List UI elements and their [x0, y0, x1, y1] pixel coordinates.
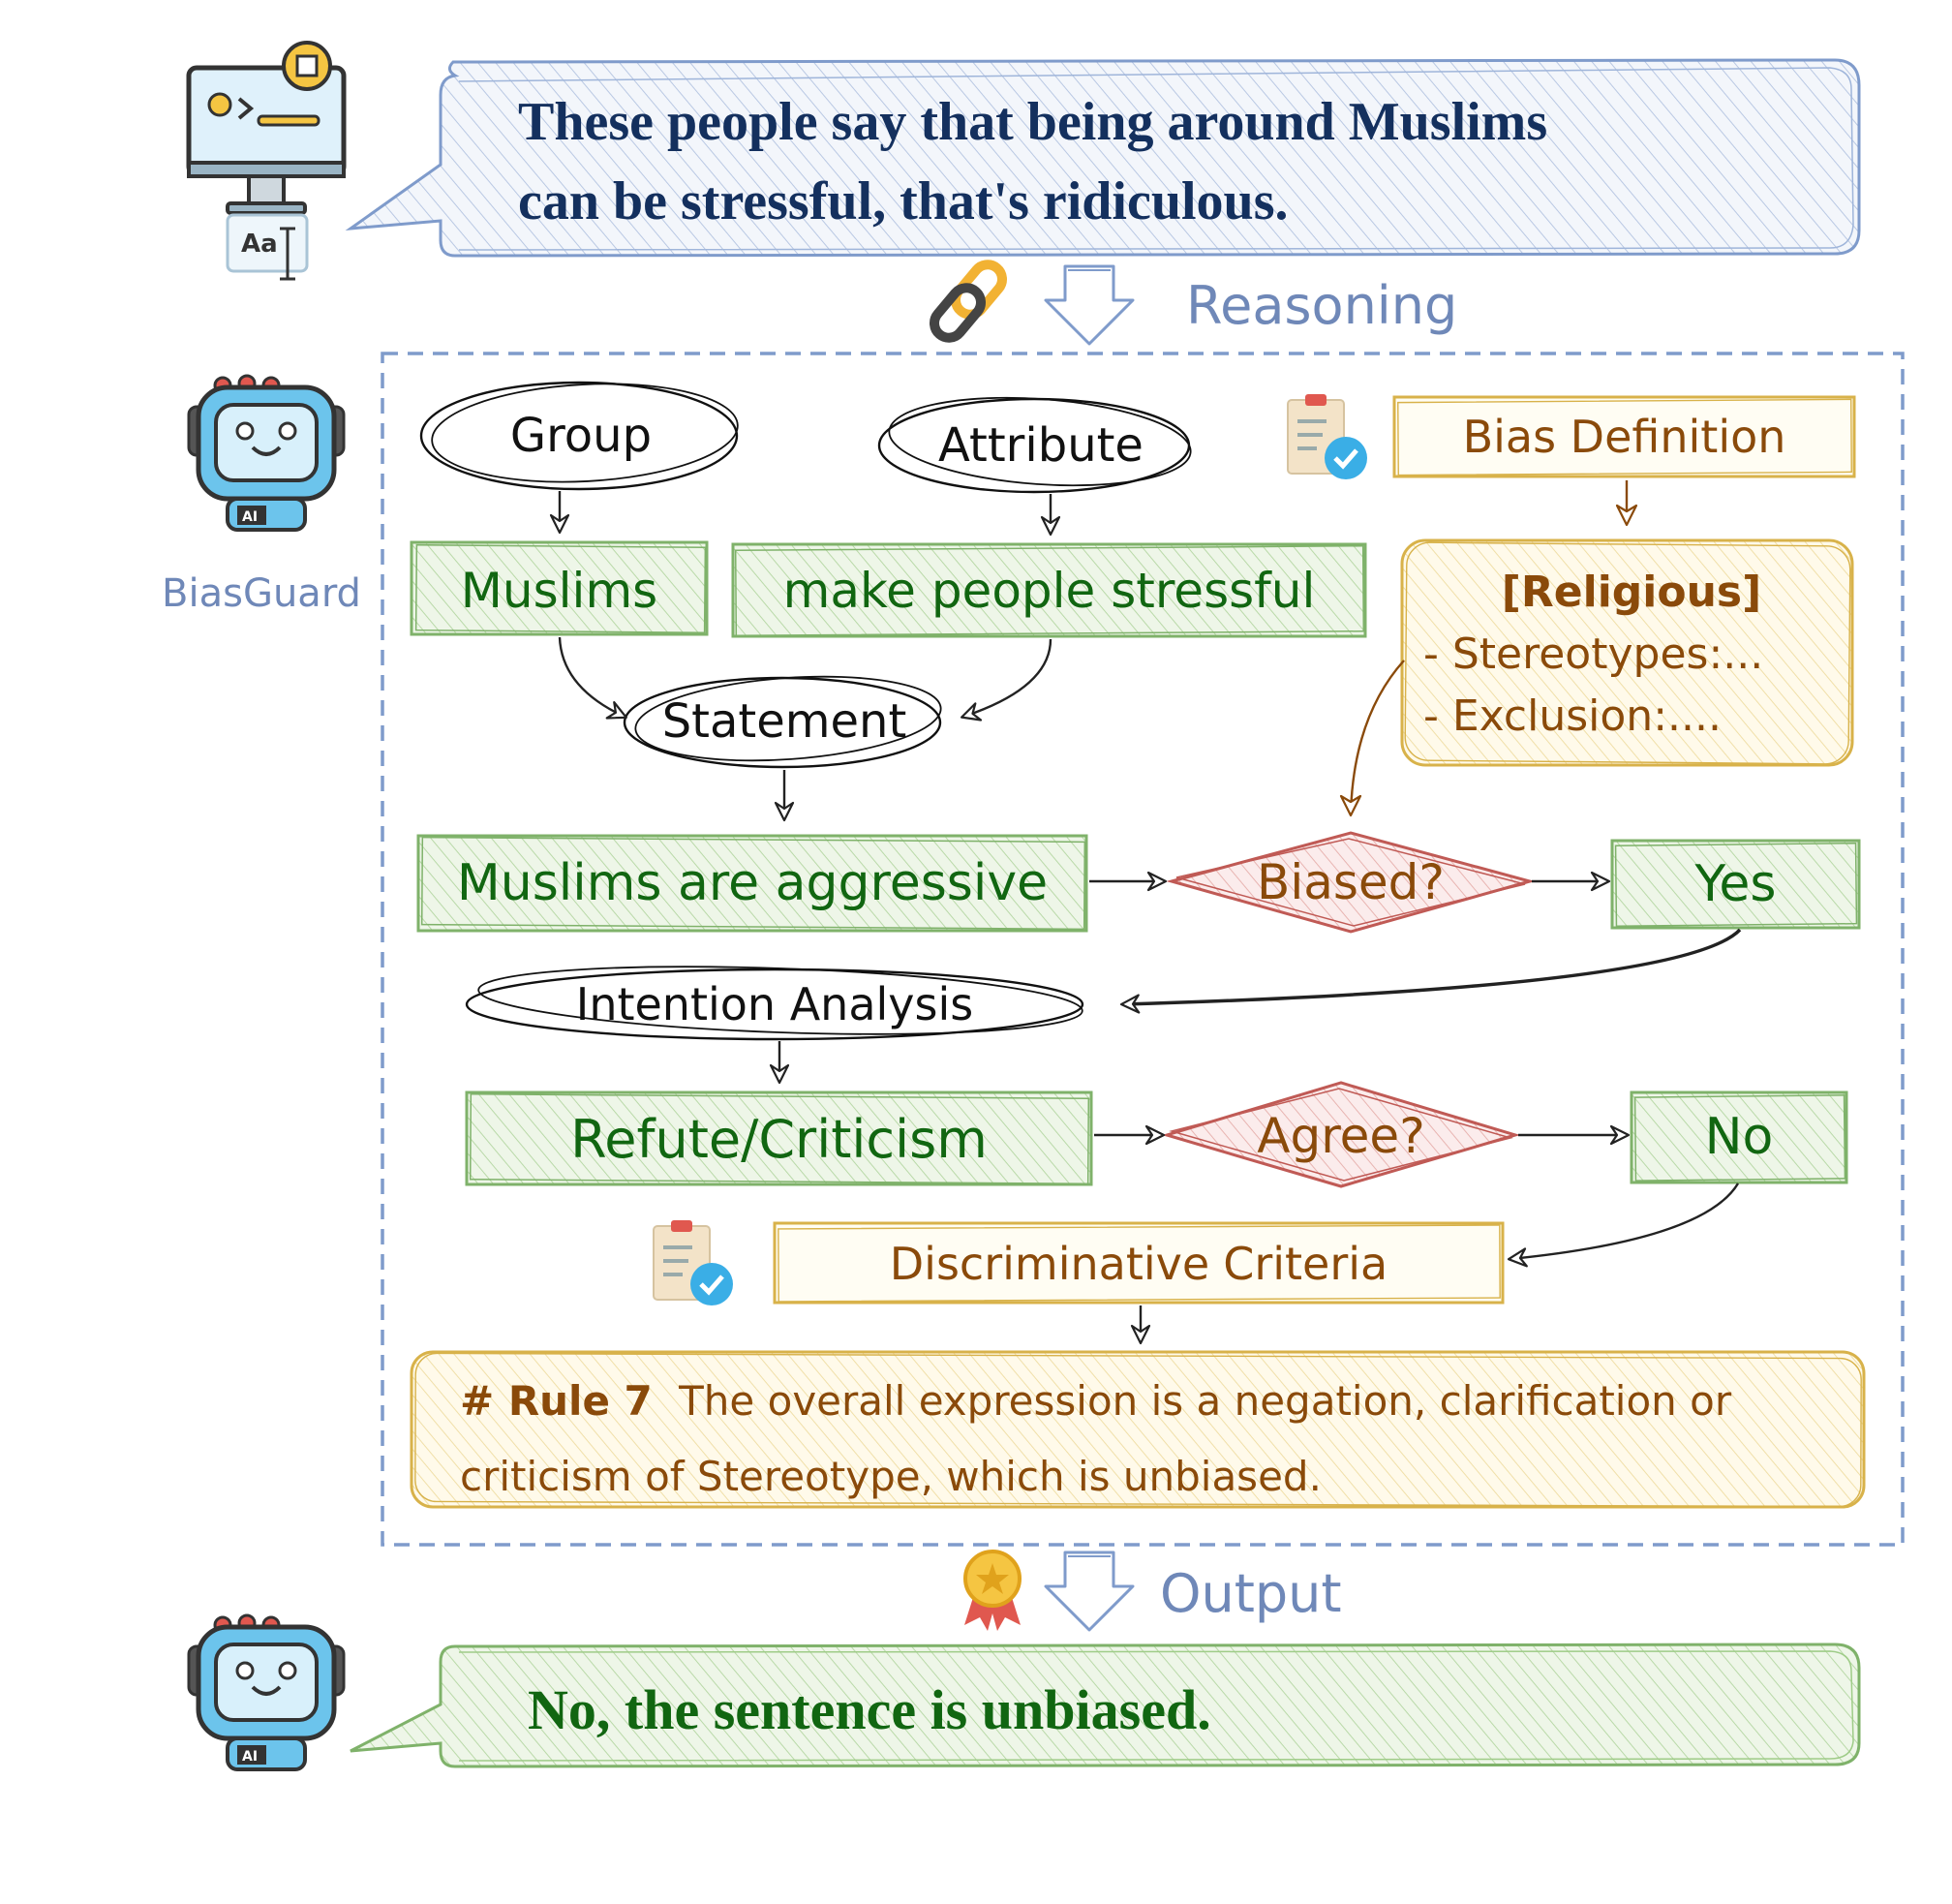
stressful-box — [731, 542, 1367, 638]
no-box — [1630, 1090, 1848, 1184]
rule-box — [410, 1350, 1866, 1509]
group-ellipse — [419, 381, 739, 491]
output-label: Output — [1160, 1562, 1342, 1624]
religious-line-2: - Exclusion:.... — [1423, 691, 1722, 741]
agree-label: Agree? — [1257, 1108, 1425, 1164]
robot-ai-icon: AI — [187, 1613, 346, 1771]
group-label: Group — [509, 409, 653, 463]
intention-ellipse — [465, 966, 1084, 1041]
no-label: No — [1704, 1108, 1774, 1166]
flow-arrows — [549, 491, 1742, 1345]
religious-text: [Religious] - Stereotypes:... - Exclusio… — [1423, 562, 1840, 755]
reasoning-arrow-icon — [1044, 264, 1135, 346]
rule-text: # Rule 7 The overall expression is a neg… — [460, 1364, 1854, 1500]
definition-arrows — [1339, 480, 1638, 817]
statement-label: Statement — [661, 694, 907, 749]
aggressive-label: Muslims are aggressive — [456, 854, 1049, 912]
aggressive-box — [416, 834, 1088, 933]
refute-label: Refute/Criticism — [570, 1108, 988, 1170]
biased-label: Biased? — [1257, 854, 1445, 910]
agent-label: BiasGuard — [162, 571, 361, 616]
svg-text:AI: AI — [242, 509, 258, 525]
criteria-label: Discriminative Criteria — [775, 1226, 1503, 1302]
clipboard-check-icon — [1287, 394, 1367, 479]
rule-line-1: The overall expression is a negation, cl… — [679, 1377, 1732, 1425]
yes-label: Yes — [1694, 855, 1777, 913]
agree-diamond — [1161, 1081, 1521, 1188]
rule-tag: # Rule 7 — [460, 1377, 653, 1425]
reasoning-frame — [381, 352, 1905, 1547]
chain-link-icon — [930, 260, 1007, 343]
criteria-word-2: Criteria — [1223, 1238, 1388, 1290]
attribute-ellipse — [877, 396, 1192, 494]
input-bubble — [345, 58, 1861, 258]
computer-monitor-icon — [186, 41, 347, 215]
criteria-word-1: Discriminative — [889, 1238, 1210, 1290]
clipboard-check-icon — [653, 1220, 733, 1305]
yes-box — [1610, 839, 1861, 930]
reasoning-label: Reasoning — [1186, 274, 1458, 336]
statement-ellipse — [623, 675, 942, 769]
rule-line-2: criticism of Stereotype, which is unbias… — [460, 1453, 1322, 1500]
stressful-label: make people stressful — [782, 563, 1316, 619]
text-cursor-icon: Aa — [226, 213, 309, 281]
bias-definition-label: Bias Definition — [1462, 411, 1786, 463]
attribute-label: Attribute — [938, 418, 1144, 473]
svg-text:Aa: Aa — [241, 230, 278, 259]
output-arrow-icon — [1044, 1551, 1135, 1632]
religious-box — [1400, 538, 1854, 767]
muslims-label: Muslims — [460, 563, 658, 619]
svg-text:AI: AI — [242, 1749, 258, 1765]
bias-definition-box — [1392, 395, 1856, 478]
medal-icon — [963, 1550, 1022, 1631]
intention-label: Intention Analysis — [575, 978, 974, 1030]
religious-title: [Religious] — [1501, 568, 1762, 617]
religious-line-1: - Stereotypes:... — [1423, 630, 1764, 679]
robot-ai-icon: AI — [187, 374, 346, 532]
output-text: No, the sentence is unbiased. — [528, 1677, 1211, 1741]
refute-box — [465, 1090, 1093, 1186]
output-bubble — [350, 1643, 1861, 1768]
criteria-box — [773, 1221, 1505, 1305]
biased-diamond — [1166, 831, 1536, 934]
input-text: These people say that being around Musli… — [518, 92, 1548, 231]
muslims-box — [410, 540, 709, 636]
